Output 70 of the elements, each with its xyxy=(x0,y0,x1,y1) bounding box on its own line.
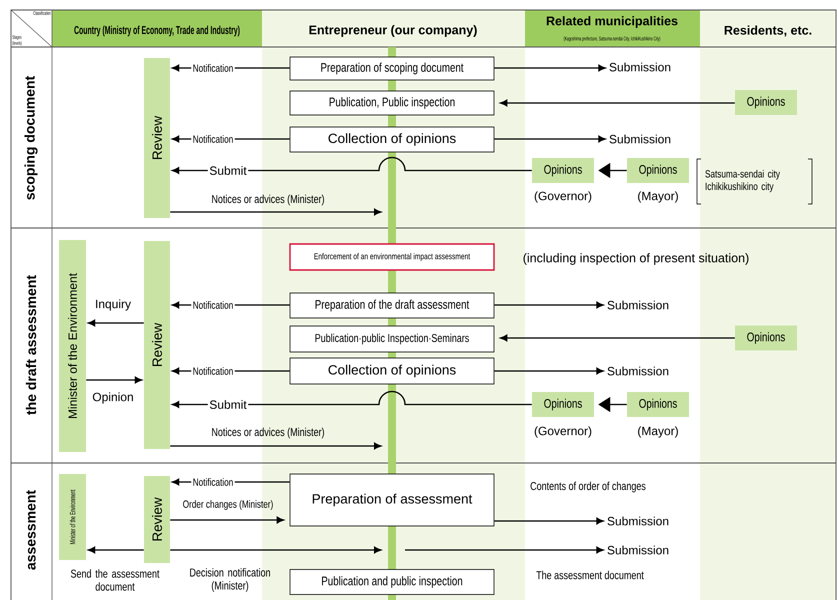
stage-label: assessment xyxy=(26,490,36,570)
arrow xyxy=(500,100,735,106)
arrow xyxy=(88,320,144,326)
edge-label: Notification xyxy=(191,366,235,376)
hop-arrow xyxy=(172,390,532,408)
edge-label: Send the assessment document xyxy=(70,569,160,591)
vertical-label-box: Review xyxy=(144,476,170,563)
node-caption: (including inspection of present situation) xyxy=(524,253,748,265)
opinion-box: Opinions xyxy=(532,392,594,417)
edge-label: Order changes (Minister) xyxy=(183,500,273,510)
arrow xyxy=(494,64,606,72)
vertical-label-box: Review xyxy=(144,58,170,218)
hop-arrow xyxy=(172,156,532,174)
header-cell: Residents, etc. xyxy=(700,10,836,47)
arrow xyxy=(494,518,604,524)
arrow xyxy=(170,516,284,524)
process-box: Publication·public Inspection·Seminars xyxy=(290,326,494,352)
process-box: Preparation of scoping document xyxy=(290,56,494,80)
step-text: Submission xyxy=(610,134,670,144)
edge-label: Submit xyxy=(208,398,248,410)
arrow xyxy=(170,442,382,450)
edge-label: Notification xyxy=(191,300,235,310)
opinion-box: Opinions xyxy=(627,392,689,417)
arrow xyxy=(494,136,606,142)
header-cell: Entrepreneur (our company) xyxy=(262,10,525,47)
edge-label: Notification xyxy=(191,476,235,488)
node-caption: (Governor) xyxy=(534,426,592,438)
edge-label: Notification xyxy=(191,134,235,144)
process-box: Publication and public inspection xyxy=(290,569,494,595)
edge-label: Contents of order of changes xyxy=(530,482,646,492)
edge-label: Notices or advices (Minister) xyxy=(212,194,324,206)
vertical-label-box: Minister of the Environment xyxy=(59,240,86,452)
step-text: Submission xyxy=(608,546,668,554)
arrow xyxy=(494,302,604,308)
process-box: Preparation of assessment xyxy=(290,474,494,526)
arrow xyxy=(500,334,735,342)
arrow xyxy=(405,546,604,554)
arrow xyxy=(88,546,144,554)
process-box: Collection of opinions xyxy=(290,358,494,384)
edge-label: The assessment document xyxy=(536,570,644,580)
arrow xyxy=(170,546,382,554)
step-text: Submission xyxy=(608,516,668,526)
step-text: Submission xyxy=(608,366,668,376)
edge-label: Submit xyxy=(208,164,248,176)
process-box: Enforcement of an environmental impact assessment xyxy=(289,243,495,271)
place-note: Satsuma-sendai city Ichikikushikino city xyxy=(705,170,780,192)
process-box: Collection of opinions xyxy=(290,126,494,152)
edge-label: Notification xyxy=(191,62,235,74)
process-box: Preparation of the draft assessment xyxy=(290,292,494,318)
edge-label: Decision notification (Minister) xyxy=(190,568,270,592)
stage-label: scoping document xyxy=(24,76,38,200)
edge-label: Inquiry xyxy=(96,299,131,311)
arrow xyxy=(86,376,142,384)
node-caption: (Mayor) xyxy=(638,191,678,203)
opinion-box: Opinions xyxy=(735,326,797,350)
step-text: Submission xyxy=(610,62,670,72)
node-caption: (Governor) xyxy=(534,191,592,203)
opinion-box: Opinions xyxy=(627,158,689,183)
step-text: Submission xyxy=(608,300,668,310)
header-cell: Country (Ministry of Economy, Trade and Industry) xyxy=(52,10,262,47)
edge-label: Opinion xyxy=(92,392,133,404)
arrow xyxy=(494,368,604,374)
process-box: Publication, Public inspection xyxy=(290,90,494,116)
edge-label: Notices or advices (Minister) xyxy=(212,428,324,438)
node-caption: (Mayor) xyxy=(638,426,678,438)
opinion-box: Opinions xyxy=(735,90,797,115)
opinion-box: Opinions xyxy=(532,158,594,183)
stage-label: the draft assessment xyxy=(26,275,36,415)
arrow xyxy=(170,208,382,216)
vertical-label-box: Review xyxy=(144,241,170,449)
